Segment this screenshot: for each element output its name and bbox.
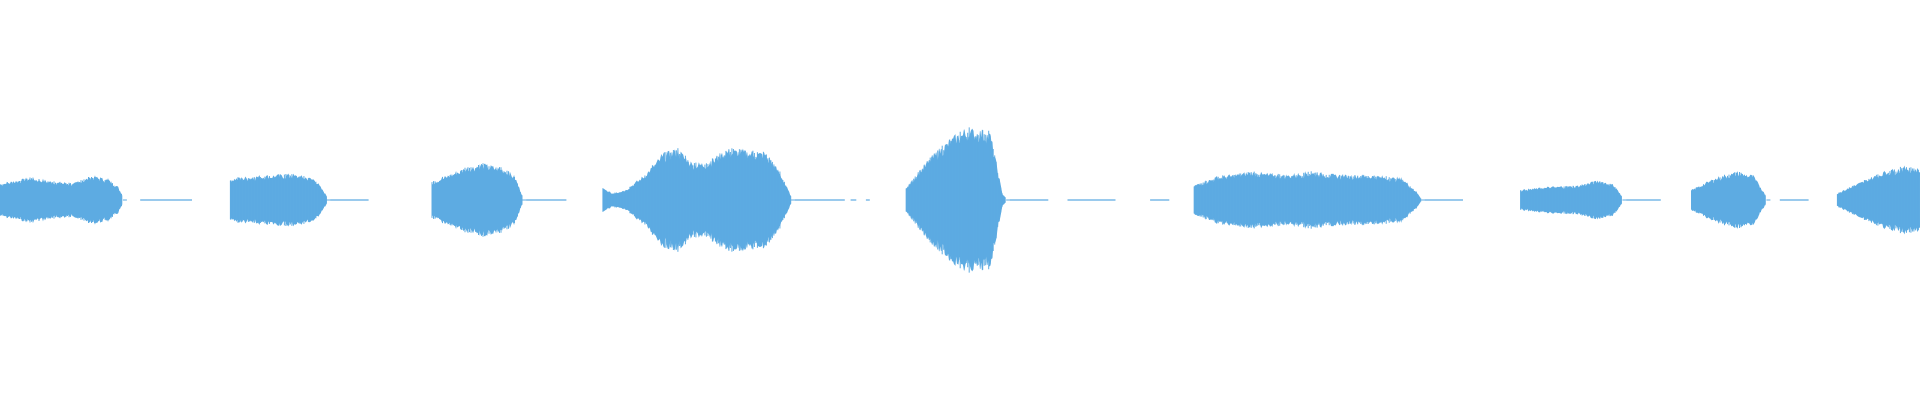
waveform-segment <box>1520 180 1627 220</box>
waveform-segment <box>229 173 331 227</box>
waveform-segment <box>905 127 1011 273</box>
waveform-segment <box>602 148 795 252</box>
waveform-segment <box>1691 170 1771 230</box>
waveform-segment <box>431 163 527 237</box>
waveform-segment <box>1836 165 1920 235</box>
waveform-segment <box>0 175 127 225</box>
waveform-segment <box>1193 171 1425 229</box>
